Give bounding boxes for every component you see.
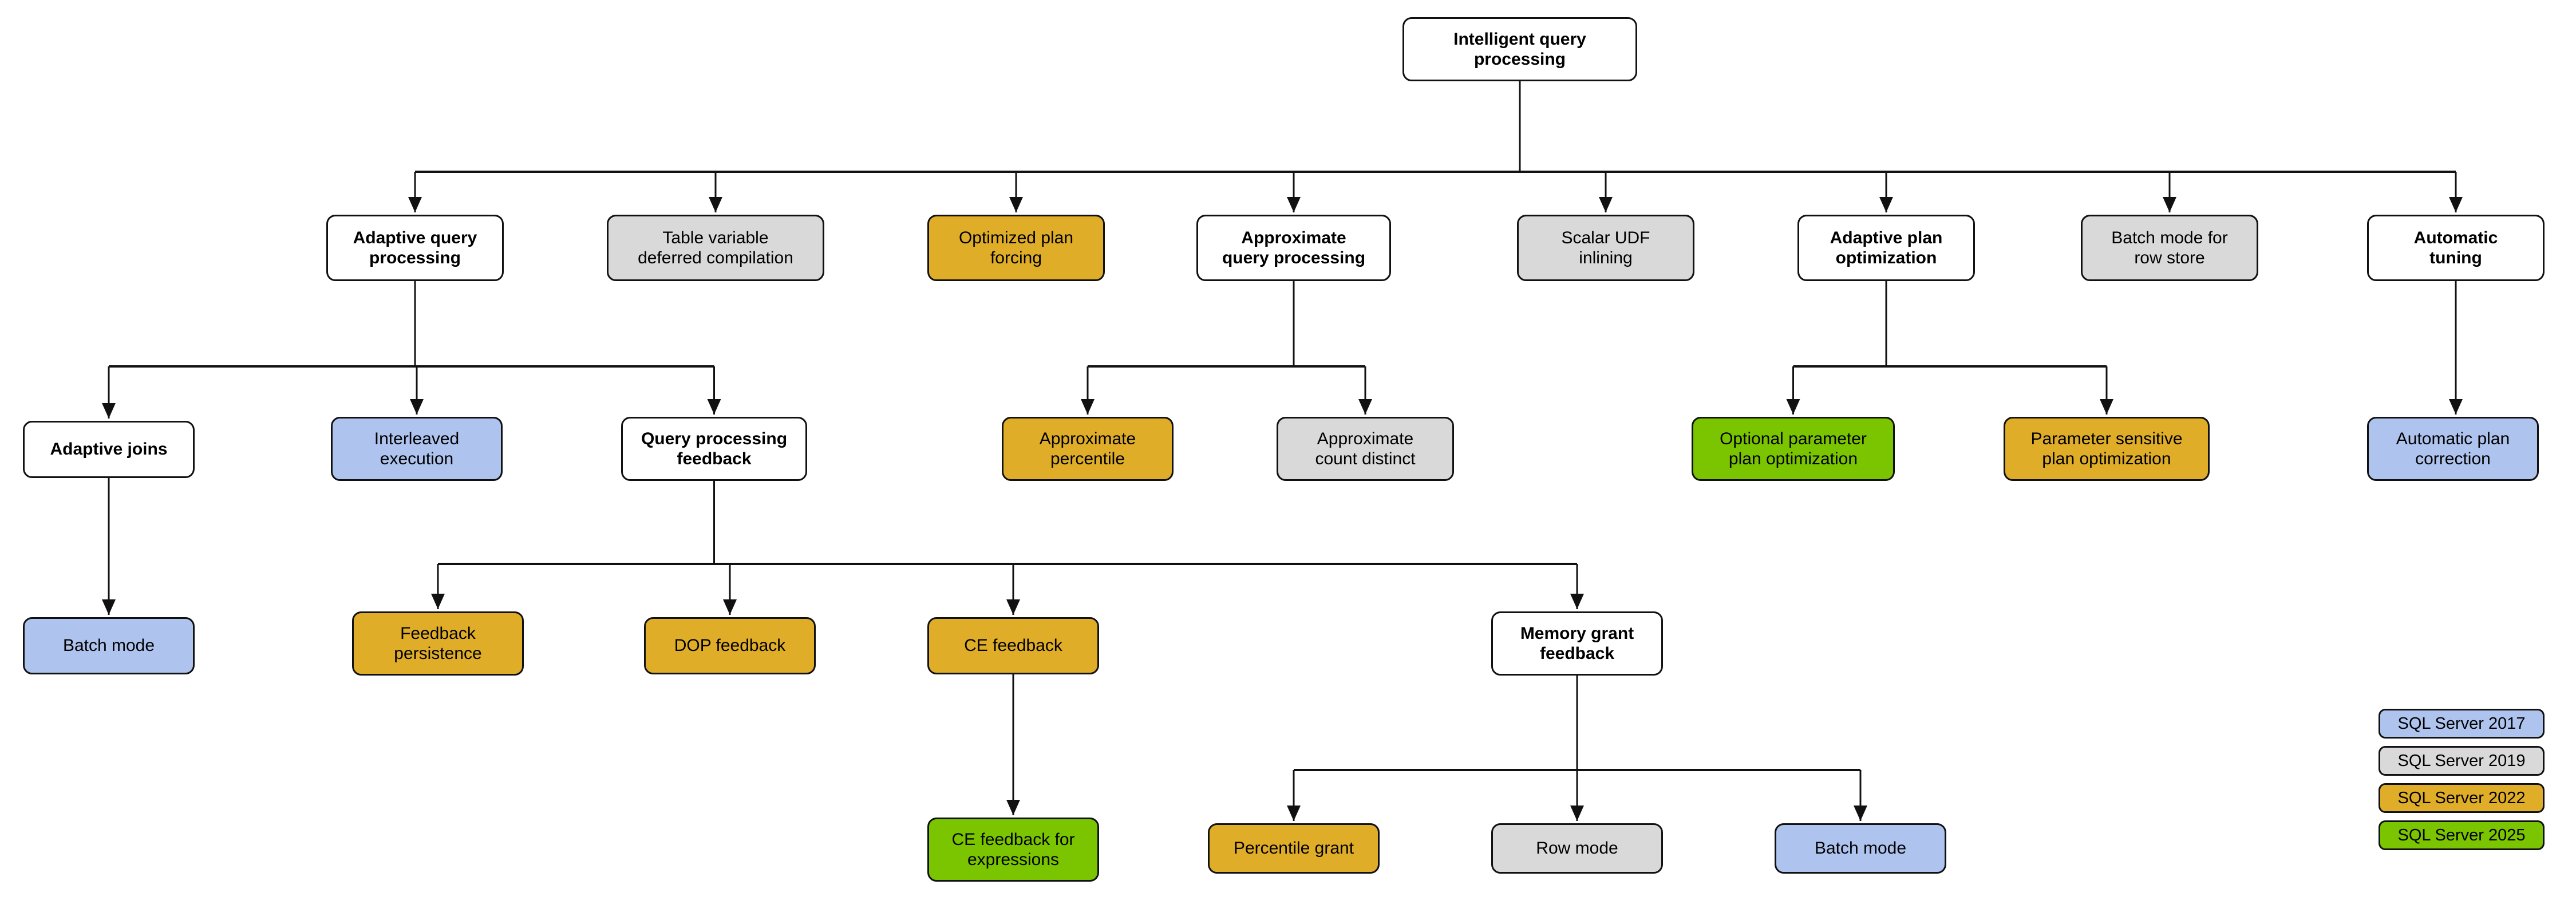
node-mgf[interactable]: Memory grant feedback [1491, 611, 1663, 676]
legend-item-sql-server-2019: SQL Server 2019 [2379, 746, 2545, 776]
legend-item-sql-server-2017: SQL Server 2017 [2379, 709, 2545, 739]
node-apo[interactable]: Adaptive plan optimization [1797, 215, 1975, 281]
node-autotune[interactable]: Automatic tuning [2367, 215, 2545, 281]
node-cefbexpr[interactable]: CE feedback for expressions [927, 818, 1099, 882]
node-root[interactable]: Intelligent query processing [1402, 17, 1637, 81]
node-udf[interactable]: Scalar UDF inlining [1517, 215, 1694, 281]
node-pctgrant[interactable]: Percentile grant [1208, 823, 1380, 874]
node-qpf[interactable]: Query processing feedback [621, 417, 807, 481]
node-aqp[interactable]: Adaptive query processing [326, 215, 504, 281]
node-adaptjoins[interactable]: Adaptive joins [23, 421, 195, 478]
node-approxcd[interactable]: Approximate count distinct [1277, 417, 1454, 481]
node-apc[interactable]: Automatic plan correction [2367, 417, 2539, 481]
node-batchmode1[interactable]: Batch mode [23, 617, 195, 674]
node-opf[interactable]: Optimized plan forcing [927, 215, 1105, 281]
node-approxpct[interactable]: Approximate percentile [1002, 417, 1174, 481]
node-fbpersist[interactable]: Feedback persistence [352, 611, 524, 676]
node-approxqp[interactable]: Approximate query processing [1196, 215, 1391, 281]
node-interleaved[interactable]: Interleaved execution [331, 417, 503, 481]
node-rowmode[interactable]: Row mode [1491, 823, 1663, 874]
node-dopfb[interactable]: DOP feedback [644, 617, 816, 674]
legend-item-sql-server-2025: SQL Server 2025 [2379, 820, 2545, 850]
legend-item-sql-server-2022: SQL Server 2022 [2379, 783, 2545, 813]
node-cefb[interactable]: CE feedback [927, 617, 1099, 674]
node-tvdc[interactable]: Table variable deferred compilation [607, 215, 824, 281]
node-oppo[interactable]: Optional parameter plan optimization [1692, 417, 1895, 481]
node-pspo[interactable]: Parameter sensitive plan optimization [2004, 417, 2210, 481]
node-batchmode2[interactable]: Batch mode [1775, 823, 1946, 874]
node-bmrs[interactable]: Batch mode for row store [2081, 215, 2258, 281]
connector-lines [102, 81, 2463, 821]
